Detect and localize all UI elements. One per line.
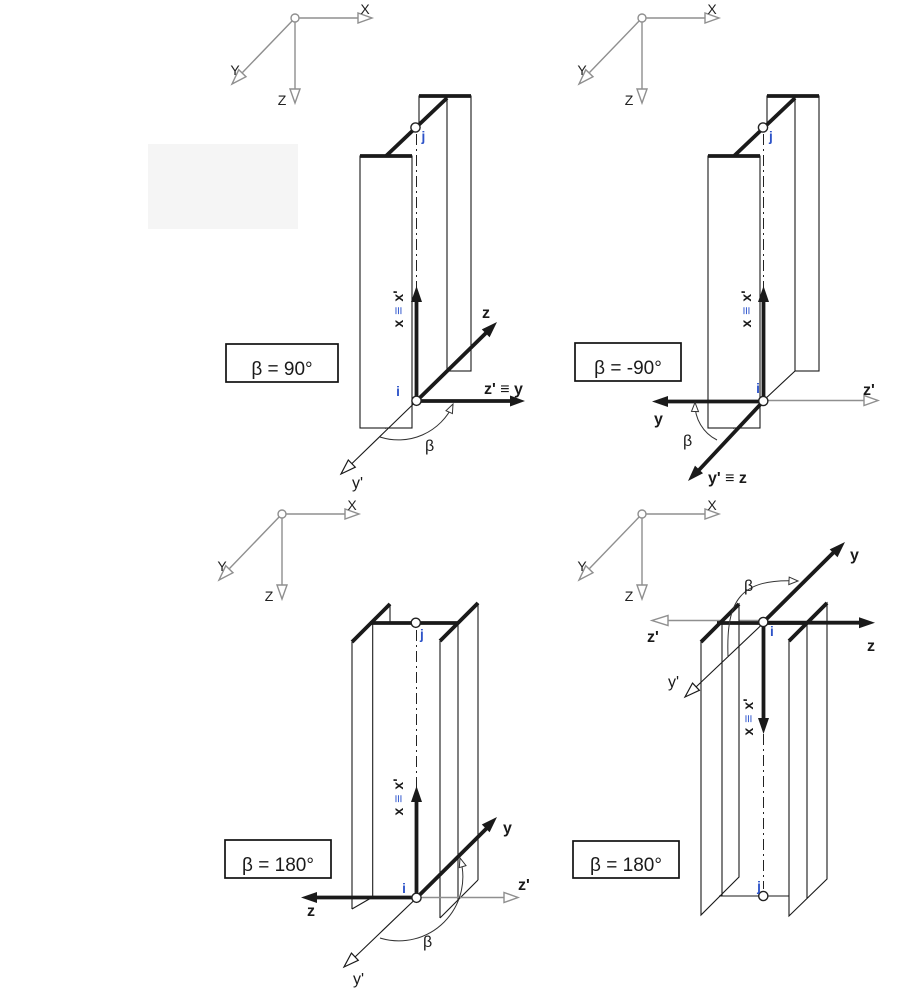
diagram-beta-180-down: i j z y z' y' β x≡x' β = 180° <box>572 542 875 918</box>
global-z-arrowhead <box>859 617 875 629</box>
global-axes-top-right <box>576 0 720 109</box>
beta-value-box <box>572 840 680 879</box>
beta-value-box <box>224 839 332 879</box>
beta-angle-arc <box>379 857 464 942</box>
node-j-marker <box>758 890 769 902</box>
local-x-arrowhead <box>758 718 769 734</box>
beta-value-text: β = 180° <box>242 855 314 876</box>
local-axes <box>301 786 521 969</box>
local-x-axis-label: x≡x' <box>390 778 406 815</box>
beam-outline <box>707 94 820 430</box>
node-i-marker <box>758 616 769 628</box>
local-x-axis-label: x≡x' <box>738 290 754 327</box>
local-x-arrowhead <box>758 286 769 302</box>
z-prime-arrowhead <box>649 614 669 627</box>
global-z-label: z <box>482 305 490 322</box>
beta-angle-arc <box>727 580 799 657</box>
y-prime-z-arrowhead <box>688 465 703 481</box>
z-prime-equiv-y-label: z' ≡ y <box>484 381 523 398</box>
local-x-axis-label: x≡x' <box>740 698 756 735</box>
global-y-arrowhead <box>652 396 668 407</box>
node-i-label: i <box>402 881 406 896</box>
global-y-label: y <box>654 411 663 428</box>
beta-label: β <box>425 438 434 455</box>
y-prime-arrowhead <box>339 458 357 476</box>
z-prime-y-arrowhead <box>510 395 525 407</box>
z-prime-label: z' <box>863 382 875 399</box>
beta-value-box <box>574 342 682 382</box>
beam-outline <box>699 601 829 918</box>
y-prime-equiv-z-label: y' ≡ z <box>708 470 747 487</box>
y-prime-label: y' <box>353 971 364 988</box>
diagram-beta-180-up: j i z y z' y' β x≡x' β = 180° <box>224 601 530 988</box>
y-prime-arrowhead <box>342 952 360 969</box>
local-x-axis-label: x≡x' <box>390 290 406 327</box>
z-prime-label: z' <box>518 877 530 894</box>
beta-value-text: β = 90° <box>251 359 312 380</box>
node-j-label: j <box>421 129 426 144</box>
local-z-prime-under <box>649 614 764 627</box>
y-prime-arrowhead <box>683 682 701 699</box>
beta-label: β <box>423 934 432 951</box>
local-x-arrowhead <box>411 286 422 302</box>
local-axes <box>339 286 525 476</box>
beta-arc-arrowhead <box>445 402 454 415</box>
beta-arc-arrowhead <box>690 401 700 413</box>
global-z-arrowhead <box>481 322 497 338</box>
node-j-label: j <box>756 879 761 894</box>
z-prime-arrowhead <box>503 891 521 904</box>
global-y-label: y <box>850 547 859 564</box>
node-j-marker <box>410 617 422 629</box>
node-i-marker <box>411 395 422 407</box>
global-y-label: y <box>503 820 512 837</box>
beta-label: β <box>683 433 692 450</box>
global-z-label: z <box>307 903 315 920</box>
local-x-arrowhead <box>411 786 422 802</box>
node-i-label: i <box>756 381 760 396</box>
node-i-marker <box>758 395 769 407</box>
node-j-marker <box>757 122 769 133</box>
global-axes-bottom-left <box>216 496 360 605</box>
beta-arc-arrowhead <box>788 576 800 586</box>
beta-arc-arrowhead <box>458 856 467 869</box>
local-axes <box>683 542 875 734</box>
beta-value-box <box>225 343 339 383</box>
diagram-beta-90: j i z z' ≡ y y' β x≡x' β = 90° <box>225 94 525 492</box>
node-j-marker <box>410 122 421 133</box>
node-j-label: j <box>768 129 773 144</box>
global-z-label: z <box>867 638 875 655</box>
y-prime-label: y' <box>352 475 363 492</box>
beta-label: β <box>744 578 753 595</box>
local-axes <box>652 286 881 481</box>
node-i-label: i <box>770 624 774 639</box>
global-y-arrowhead <box>829 542 845 558</box>
z-prime-arrowhead <box>863 394 881 407</box>
beta-angle-arc <box>379 404 454 441</box>
node-i-marker <box>411 892 422 904</box>
beta-value-text: β = -90° <box>594 358 662 379</box>
node-j-label: j <box>419 627 424 642</box>
global-z-arrowhead <box>301 892 317 903</box>
global-axes-top-left <box>229 0 373 109</box>
global-axes-bottom-right <box>576 496 720 605</box>
y-prime-label: y' <box>668 674 679 691</box>
diagram-beta-minus-90: j i y z' y' ≡ z β x≡x' β = -90° <box>574 94 881 487</box>
node-i-label: i <box>396 384 400 399</box>
global-y-arrowhead <box>481 817 497 833</box>
z-prime-label: z' <box>647 629 659 646</box>
highlight-artifact <box>148 144 298 229</box>
beta-value-text: β = 180° <box>590 855 662 876</box>
